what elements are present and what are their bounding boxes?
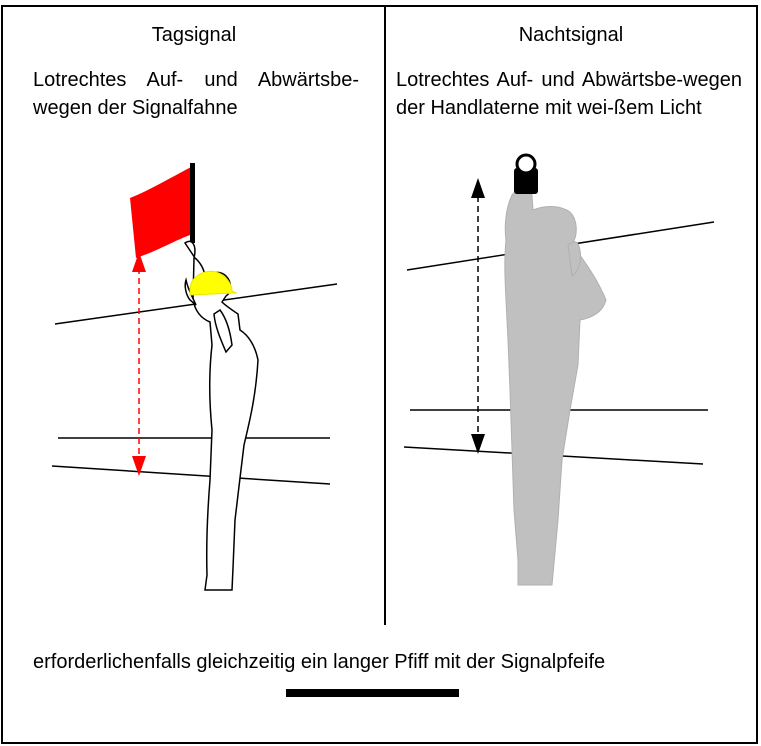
hand-lantern-icon: [514, 155, 538, 194]
long-whistle-bar-icon: [286, 689, 459, 697]
night-motion-arrow-icon: [471, 178, 485, 454]
night-worker-figure-icon: [505, 190, 606, 585]
whistle-note: erforderlichenfalls gleichzeitig ein lan…: [33, 650, 605, 674]
